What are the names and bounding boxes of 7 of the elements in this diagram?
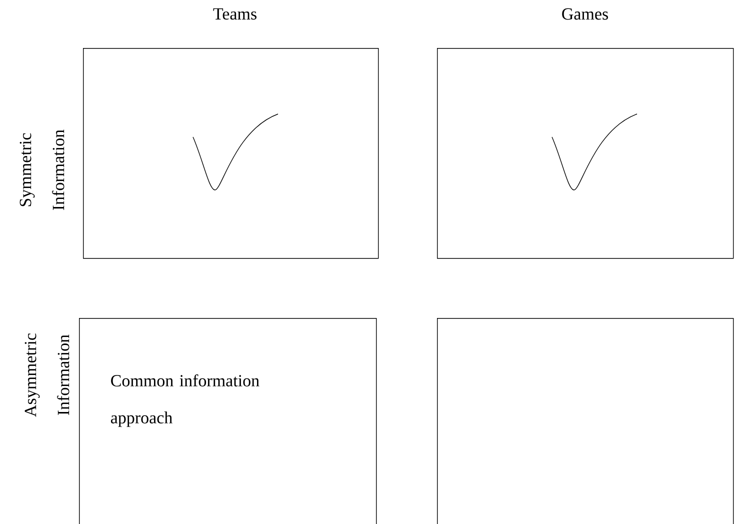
- text-box: Common information approach: [79, 318, 377, 524]
- row-heading: Symmetric Information: [20, 130, 64, 210]
- column-heading: Teams: [213, 8, 256, 20]
- empty-box: [83, 48, 379, 259]
- column-heading: Games: [562, 8, 608, 20]
- empty-box: [437, 318, 734, 524]
- empty-box: [437, 48, 734, 259]
